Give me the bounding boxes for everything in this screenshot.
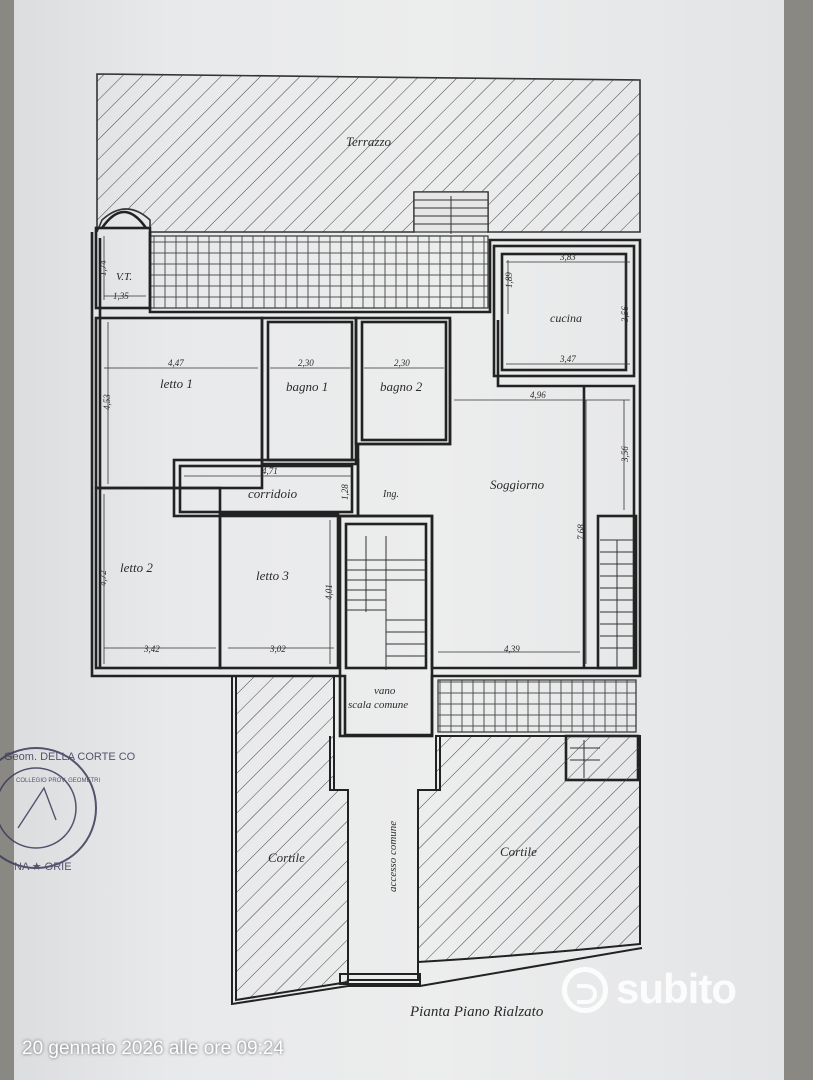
label-ingresso: Ing. [382,489,399,500]
dim-cucina-right: 3,56 [620,306,630,323]
label-cortile-left: Cortile [268,850,305,865]
terrazzo-area [96,73,641,234]
dim-letto1-w: 4,47 [168,358,184,368]
watermark-brand: subito [616,965,737,1012]
tiled-balcony-top [149,235,489,309]
label-letto3: letto 3 [256,568,289,583]
photo-timestamp: 20 gennaio 2026 alle ore 09:24 [22,1038,285,1059]
label-soggiorno: Soggiorno [490,477,545,492]
notary-stamp: Geom. DELLA CORTE CO COLLEGIO PROV. GEOM… [0,747,136,873]
label-vt: V.T. [116,271,132,283]
dim-soggiorno-top: 4,96 [530,390,546,400]
label-vano: vano [374,685,396,697]
dimension-lines [103,236,630,664]
label-cucina: cucina [550,311,582,325]
label-corridoio: corridoio [248,486,298,501]
tiled-balcony-bottom [437,679,637,733]
accesso-walls [231,676,643,1006]
dim-soggiorno-right: 3,56 [620,446,630,463]
dim-cucina-left: 1,89 [504,272,514,288]
dim-letto1-h: 4,53 [102,394,112,410]
stamp-text-mid: COLLEGIO PROV. GEOMETRI [16,778,100,784]
label-bagno2: bagno 2 [380,379,423,394]
stamp-text-bottom: NA ★ ORIE [14,861,72,873]
dim-letto3-h: 4,01 [324,584,334,600]
label-letto1: letto 1 [160,376,193,391]
label-accesso-comune: accesso comune [387,821,399,892]
dim-letto3-w: 3,02 [269,644,286,654]
dim-corridoio-w: 4,71 [262,466,278,476]
stamp-text-top: Geom. DELLA CORTE CO [4,751,136,763]
dim-letto2-h: 4,72 [98,570,108,586]
dim-bagno1-w: 2,30 [298,358,314,368]
plan-title: Pianta Piano Rialzato [409,1004,544,1020]
stair-treads [346,536,634,778]
dim-vt-w: 1,35 [113,291,129,301]
dim-letto2-w: 3,42 [143,644,160,654]
dim-cucina-bottom: 3,47 [559,354,576,364]
subito-logo-icon [562,967,608,1013]
dim-soggiorno-h: 7,68 [576,524,586,540]
label-scala-comune: scala comune [348,699,408,711]
dim-soggiorno-bottom: 4,39 [504,644,520,654]
label-terrazzo: Terrazzo [346,134,392,149]
dim-vt-h: 1,74 [98,260,108,276]
dim-bagno2-w: 2,30 [394,358,410,368]
cortile-left-area [235,675,349,1002]
dim-corridoio-h: 1,28 [340,484,350,500]
label-cortile-right: Cortile [500,844,537,859]
subito-watermark: subito [562,963,782,1021]
label-letto2: letto 2 [120,560,153,575]
label-bagno1: bagno 1 [286,379,328,394]
dim-cucina-top: 3,83 [559,252,576,262]
